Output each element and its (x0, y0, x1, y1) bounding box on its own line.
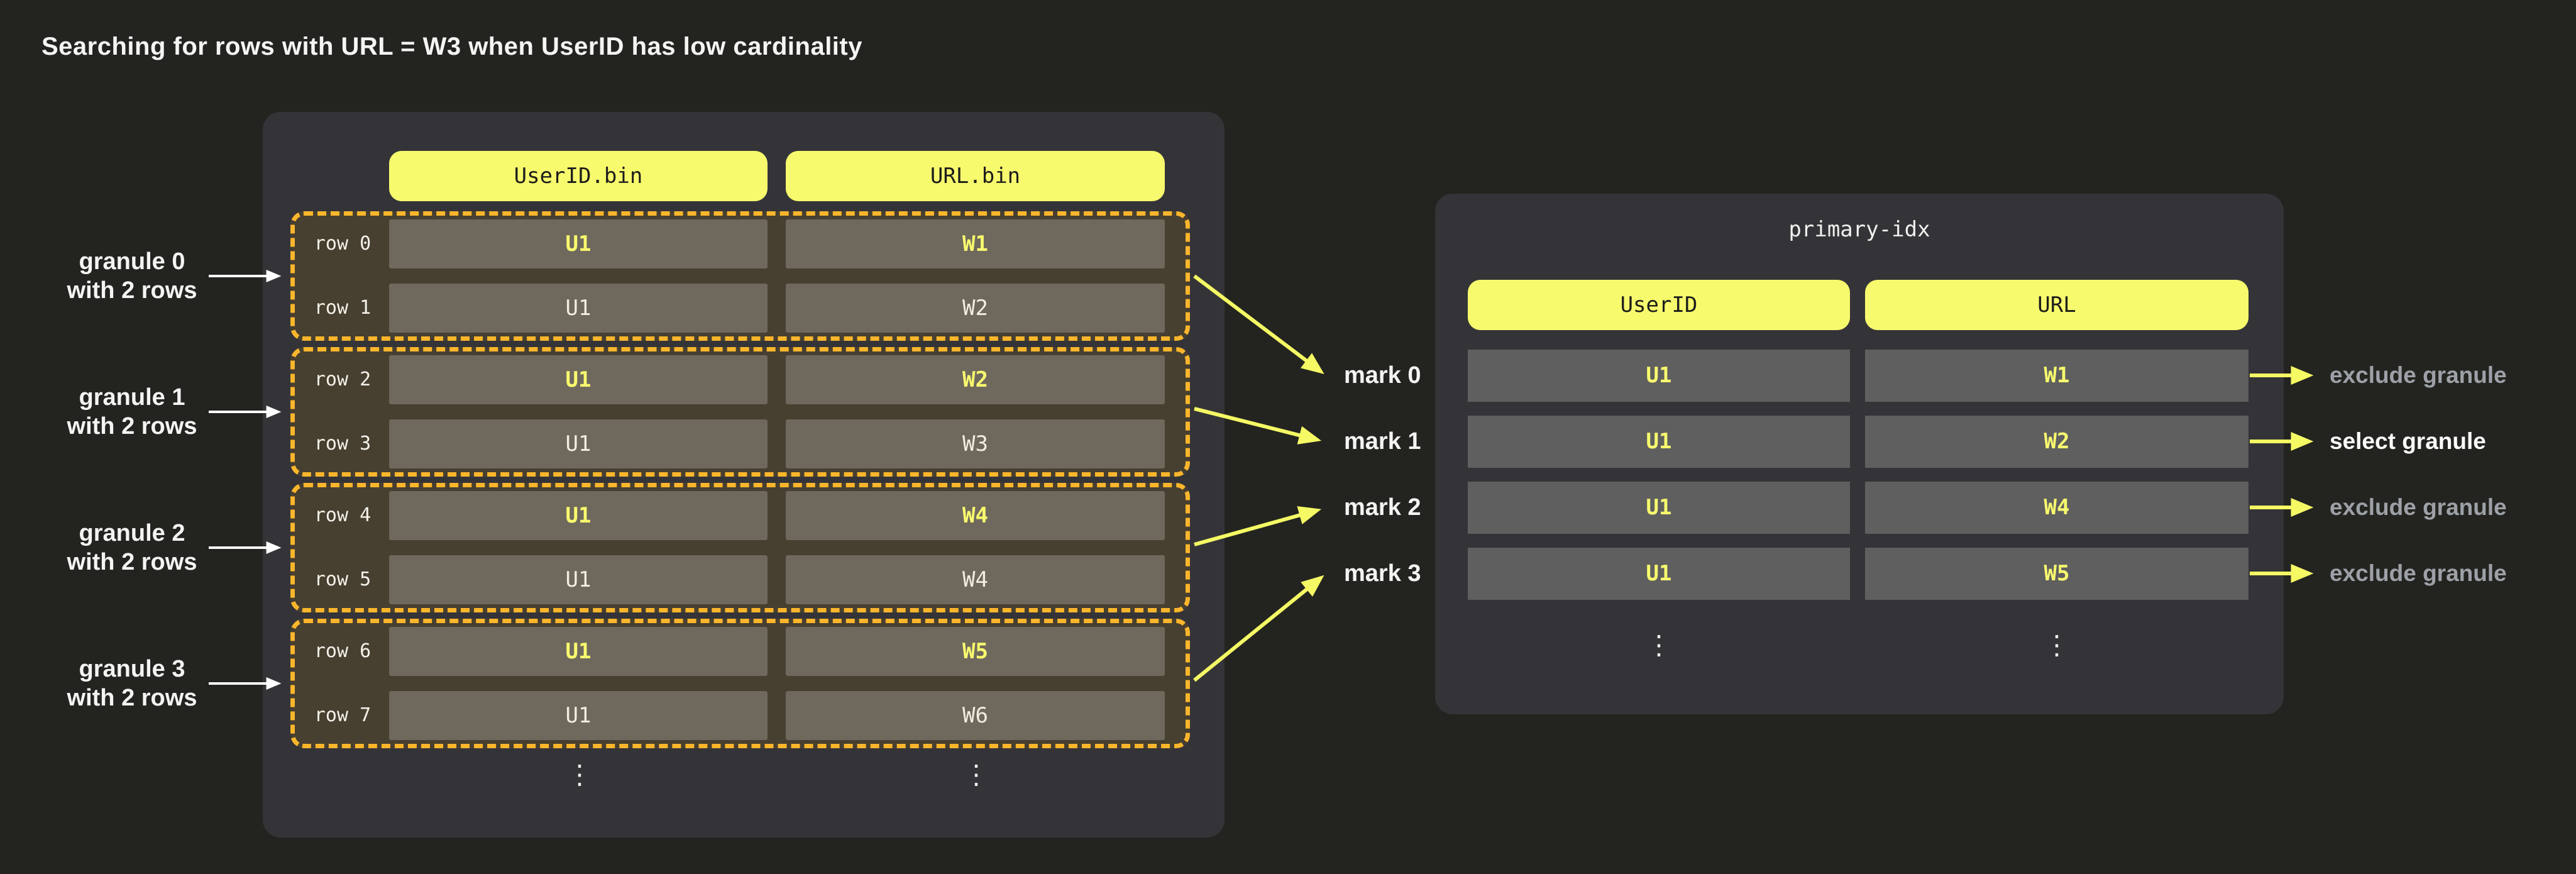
table-row: row 4 U1 W4 (295, 491, 1186, 540)
row-label: row 3 (314, 433, 372, 455)
granule-label-3: granule 3 with 2 rows (25, 655, 239, 712)
table-row: row 3 U1 W3 (295, 419, 1186, 468)
table-row: row 1 U1 W2 (295, 284, 1186, 333)
primary-index-title: primary-idx (1788, 217, 1930, 242)
action-label-0: exclude granule (2330, 362, 2507, 388)
url-cell: W1 (786, 219, 1165, 268)
granule-label-line1: granule 2 (79, 520, 185, 546)
granule-label-0: granule 0 with 2 rows (25, 247, 239, 305)
row-label: row 6 (314, 640, 372, 662)
row-label: row 0 (314, 233, 372, 255)
granule-box-2: row 4 U1 W4 row 5 U1 W4 (290, 483, 1190, 612)
userid-cell: U1 (389, 627, 768, 676)
granule-label-line2: with 2 rows (67, 685, 197, 711)
index-url-cell: W2 (1865, 416, 2248, 468)
url-cell: W2 (786, 355, 1165, 404)
userid-cell: U1 (389, 219, 768, 268)
userid-cell: U1 (389, 555, 768, 604)
column-header-userid-bin: UserID.bin (389, 151, 768, 201)
primary-index-panel: primary-idx UserID URL U1 W1 U1 W2 U1 W4… (1435, 194, 2284, 714)
granule-label-line2: with 2 rows (67, 277, 197, 304)
mark-label-1: mark 1 (1344, 428, 1421, 455)
granule-label-line2: with 2 rows (67, 549, 197, 575)
url-cell: W4 (786, 555, 1165, 604)
ellipsis-userid-column: ⋮ (566, 759, 593, 790)
row-label: row 1 (314, 297, 372, 319)
index-userid-cell: U1 (1468, 482, 1850, 534)
userid-cell: U1 (389, 355, 768, 404)
url-cell: W6 (786, 691, 1165, 740)
page-title: Searching for rows with URL = W3 when Us… (41, 33, 862, 60)
action-label-3: exclude granule (2330, 560, 2507, 586)
granule-label-line1: granule 3 (79, 656, 185, 682)
table-row: row 5 U1 W4 (295, 555, 1186, 604)
index-userid-cell: U1 (1468, 416, 1850, 468)
granule-label-2: granule 2 with 2 rows (25, 519, 239, 577)
url-cell: W5 (786, 627, 1165, 676)
column-header-url-bin: URL.bin (786, 151, 1165, 201)
mark-label-3: mark 3 (1344, 560, 1421, 587)
index-userid-cell: U1 (1468, 350, 1850, 402)
table-row: row 7 U1 W6 (295, 691, 1186, 740)
ellipsis-index-url: ⋮ (2044, 629, 2070, 660)
column-header-url: URL (1865, 280, 2248, 330)
action-label-2: exclude granule (2330, 494, 2507, 520)
granule-box-1: row 2 U1 W2 row 3 U1 W3 (290, 347, 1190, 477)
action-label-1: select granule (2330, 428, 2486, 454)
index-url-cell: W5 (1865, 548, 2248, 600)
userid-cell: U1 (389, 419, 768, 468)
index-userid-cell: U1 (1468, 548, 1850, 600)
mark-label-2: mark 2 (1344, 494, 1421, 521)
table-row: row 2 U1 W2 (295, 355, 1186, 404)
index-url-cell: W1 (1865, 350, 2248, 402)
ellipsis-url-column: ⋮ (963, 759, 989, 790)
userid-cell: U1 (389, 284, 768, 333)
row-label: row 2 (314, 368, 372, 390)
ellipsis-index-userid: ⋮ (1646, 629, 1672, 660)
granule-label-1: granule 1 with 2 rows (25, 383, 239, 441)
row-label: row 7 (314, 704, 372, 726)
url-cell: W2 (786, 284, 1165, 333)
row-label: row 4 (314, 504, 372, 526)
row-label: row 5 (314, 568, 372, 590)
granule-label-line2: with 2 rows (67, 413, 197, 440)
index-url-cell: W4 (1865, 482, 2248, 534)
granule-label-line1: granule 0 (79, 248, 185, 275)
userid-cell: U1 (389, 691, 768, 740)
table-row: row 0 U1 W1 (295, 219, 1186, 268)
granule-box-0: row 0 U1 W1 row 1 U1 W2 (290, 211, 1190, 341)
userid-cell: U1 (389, 491, 768, 540)
column-header-userid: UserID (1468, 280, 1850, 330)
url-cell: W3 (786, 419, 1165, 468)
storage-panel: UserID.bin URL.bin row 0 U1 W1 row 1 U1 … (263, 112, 1225, 838)
table-row: row 6 U1 W5 (295, 627, 1186, 676)
granule-label-line1: granule 1 (79, 384, 185, 411)
mark-label-0: mark 0 (1344, 362, 1421, 389)
granule-box-3: row 6 U1 W5 row 7 U1 W6 (290, 619, 1190, 748)
url-cell: W4 (786, 491, 1165, 540)
